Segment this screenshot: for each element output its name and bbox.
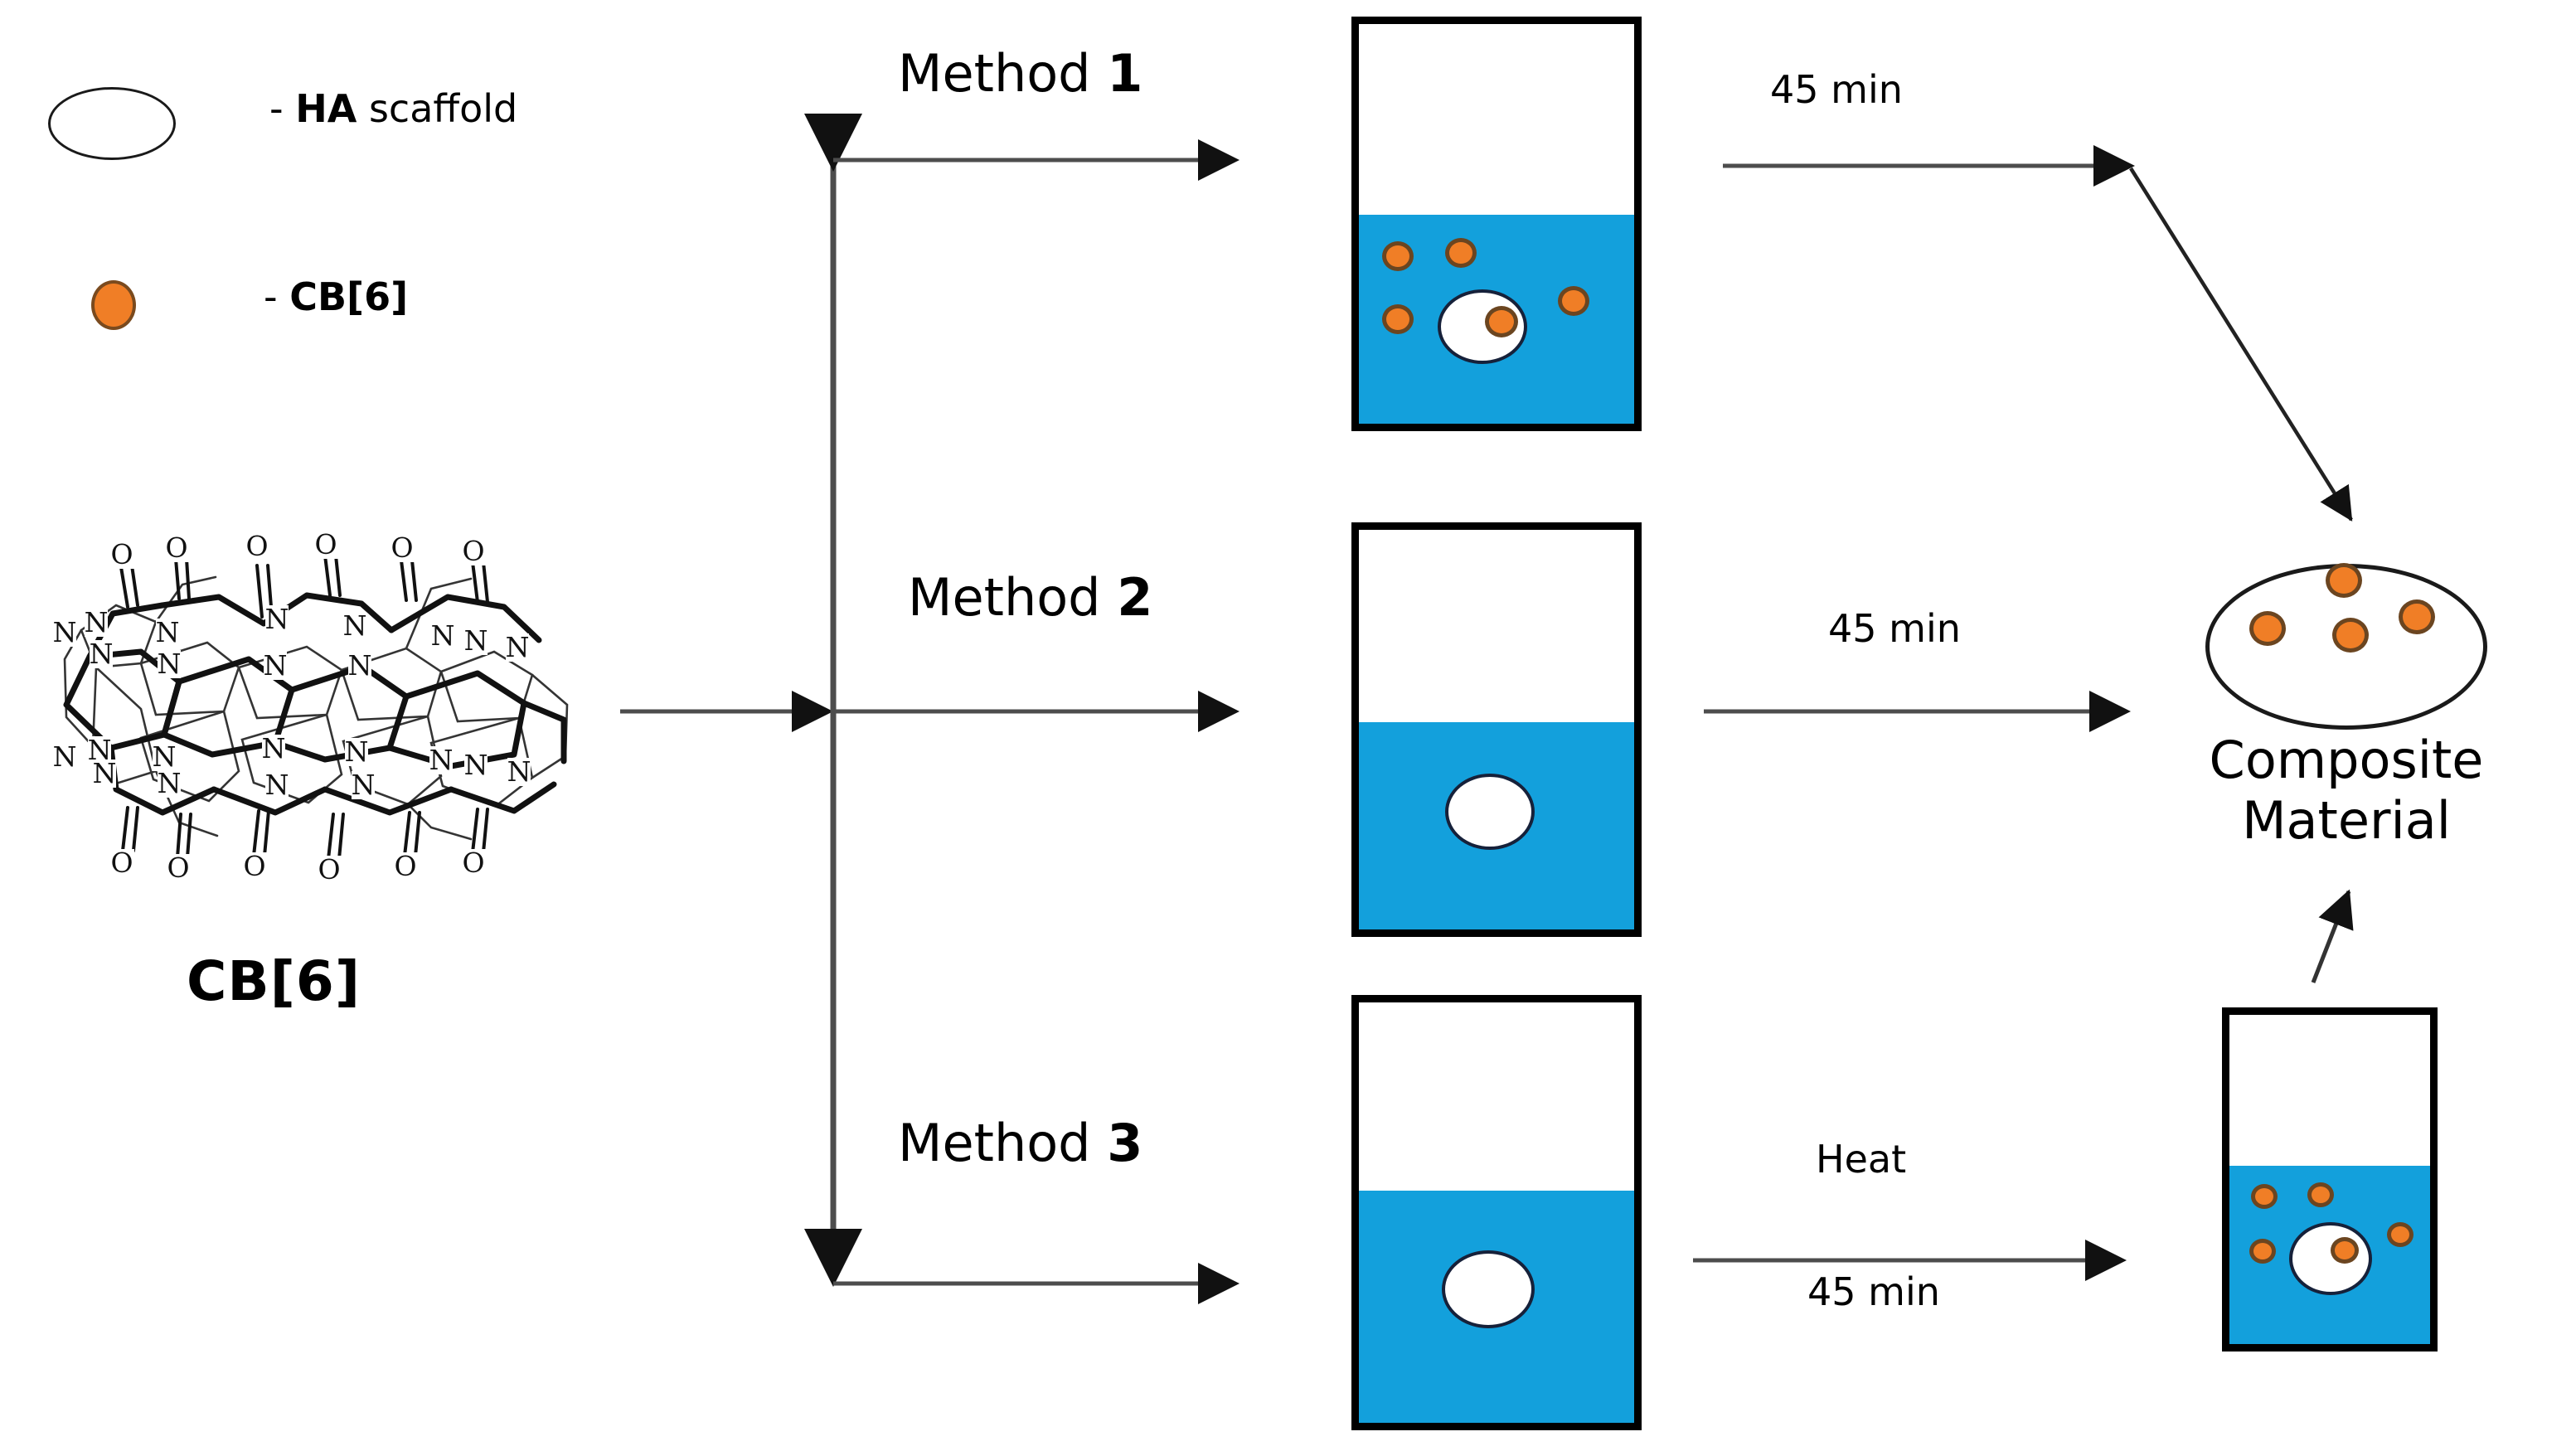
svg-text:N: N <box>507 755 531 788</box>
ha-scaffold <box>1442 1250 1535 1328</box>
svg-text:N: N <box>464 624 488 657</box>
svg-text:N: N <box>265 769 289 801</box>
legend-cb6-bold: CB[6] <box>289 274 409 319</box>
svg-text:N: N <box>53 616 77 648</box>
svg-text:O: O <box>462 535 484 567</box>
svg-text:N: N <box>158 767 182 799</box>
step-1-duration-label: 45 min <box>1770 67 1903 112</box>
svg-text:N: N <box>264 649 288 682</box>
method-3-number: 3 <box>1107 1113 1143 1173</box>
composite-label-line1: Composite <box>2209 730 2484 790</box>
molecule-caption: CB[6] <box>187 949 361 1013</box>
ha-scaffold <box>2289 1222 2372 1295</box>
step-3-condition-label: Heat <box>1816 1137 1907 1182</box>
cb6-particle <box>1382 241 1414 271</box>
svg-text:N: N <box>53 740 77 773</box>
cb6-particle-in-scaffold <box>2331 1237 2359 1264</box>
step-3-duration-label: 45 min <box>1807 1269 1940 1314</box>
legend-ha-scaffold-icon <box>48 87 176 160</box>
cb6-particle-in-scaffold <box>1485 306 1518 337</box>
legend-cb6-icon <box>91 280 136 330</box>
step-4-up-arrow <box>2311 889 2354 983</box>
beaker-1-liquid <box>1359 215 1634 424</box>
composite-material-icon <box>2205 563 2487 730</box>
cb6-particle <box>1558 286 1589 316</box>
beaker-method-2 <box>1351 522 1642 937</box>
svg-text:N: N <box>429 744 454 776</box>
svg-text:O: O <box>245 530 268 562</box>
svg-text:N: N <box>93 757 117 789</box>
cb6-particle <box>2387 1222 2413 1247</box>
beaker-3-liquid <box>1359 1191 1634 1423</box>
method-2-label: Method 2 <box>908 572 1152 624</box>
composite-material-label: Composite Material <box>2181 730 2512 851</box>
svg-text:N: N <box>431 619 455 652</box>
molecule-atom-labels: O O O O O O O O O O O O N N N N N N N N … <box>53 528 531 886</box>
method-1-number: 1 <box>1107 43 1143 104</box>
beaker-2-liquid <box>1359 722 1634 929</box>
step-2-duration-label: 45 min <box>1828 606 1961 651</box>
step-1-diagonal-arrow <box>2129 167 2353 522</box>
svg-text:N: N <box>345 735 369 768</box>
beaker-4-liquid <box>2229 1166 2430 1344</box>
svg-text:N: N <box>153 740 177 773</box>
cb6-molecule-structure: O O O O O O O O O O O O N N N N N N N N … <box>53 528 569 886</box>
cb6-particle <box>1382 304 1414 334</box>
svg-text:N: N <box>506 631 530 663</box>
legend-cb6-dash: - <box>264 274 290 319</box>
legend-cb6-label: - CB[6] <box>264 278 408 316</box>
svg-text:O: O <box>110 538 133 570</box>
svg-text:N: N <box>90 638 114 670</box>
svg-text:N: N <box>262 732 286 764</box>
cb6-particle <box>2251 1184 2278 1209</box>
svg-text:N: N <box>85 606 109 638</box>
cb6-particle <box>2249 611 2286 646</box>
cb6-particle <box>2307 1182 2334 1207</box>
legend-ha-dash: - <box>269 86 296 131</box>
method-2-prefix: Method <box>908 567 1118 628</box>
method-2-number: 2 <box>1117 567 1153 628</box>
composite-label-line2: Material <box>2242 790 2451 852</box>
svg-text:N: N <box>464 749 488 781</box>
svg-text:O: O <box>391 531 413 564</box>
cb6-particle <box>2326 563 2362 598</box>
method-3-label: Method 3 <box>898 1118 1142 1169</box>
svg-text:N: N <box>158 648 182 680</box>
legend-ha-scaffold-label: - HA scaffold <box>269 90 517 128</box>
cb6-particle <box>2332 618 2369 653</box>
beaker-method-3 <box>1351 995 1642 1430</box>
legend-ha-bold: HA <box>295 86 357 131</box>
beaker-after-heat <box>2222 1007 2438 1352</box>
svg-text:O: O <box>462 847 484 879</box>
svg-text:O: O <box>314 528 337 561</box>
cb6-particle <box>1445 238 1477 268</box>
method-1-label: Method 1 <box>898 48 1142 99</box>
legend-ha-rest: scaffold <box>357 86 518 131</box>
beaker-method-1 <box>1351 17 1642 431</box>
cb6-particle <box>2399 599 2435 634</box>
svg-text:O: O <box>165 531 187 564</box>
svg-text:N: N <box>156 616 180 648</box>
svg-text:O: O <box>167 852 189 884</box>
method-1-prefix: Method <box>898 43 1108 104</box>
svg-text:O: O <box>110 847 133 879</box>
svg-text:N: N <box>348 649 372 682</box>
svg-text:N: N <box>343 609 367 642</box>
cb6-particle <box>2249 1239 2276 1264</box>
ha-scaffold <box>1445 774 1535 850</box>
svg-text:O: O <box>243 850 265 882</box>
svg-text:O: O <box>318 853 340 886</box>
svg-text:N: N <box>265 603 289 635</box>
svg-text:O: O <box>394 850 416 882</box>
svg-text:N: N <box>352 769 376 801</box>
method-3-prefix: Method <box>898 1113 1108 1173</box>
